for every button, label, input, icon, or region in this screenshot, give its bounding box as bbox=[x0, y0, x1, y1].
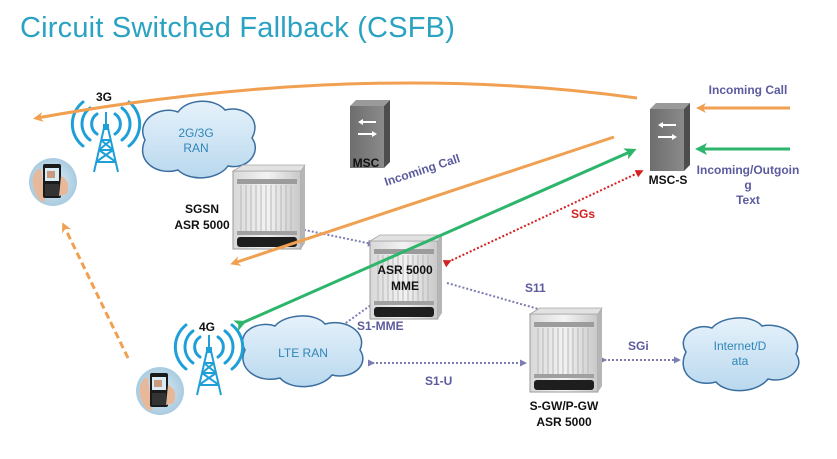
page-title: Circuit Switched Fallback (CSFB) bbox=[20, 12, 456, 44]
chassis-icon bbox=[232, 164, 306, 250]
msc-label: MSC bbox=[353, 156, 380, 170]
sgw-line1: S-GW/P-GW bbox=[530, 399, 599, 413]
cloud-lte-ran: LTE RAN bbox=[242, 315, 364, 388]
cloud-internet: Internet/D ata bbox=[682, 317, 800, 392]
tower-4g-label: 4G bbox=[199, 320, 215, 334]
s11-label: S11 bbox=[525, 281, 546, 295]
ran-3g-line2: RAN bbox=[183, 141, 208, 155]
chassis-icon bbox=[369, 234, 443, 320]
text-label-line1: Incoming/Outgoin bbox=[697, 163, 800, 177]
sgi-label: SGi bbox=[628, 339, 649, 353]
msc-s-node: MSC-S bbox=[649, 102, 691, 187]
mme-node: ASR 5000 MME bbox=[369, 234, 443, 320]
tower-3g-label: 3G bbox=[96, 90, 112, 104]
mme-line2: MME bbox=[391, 279, 419, 293]
ran-3g-line1: 2G/3G bbox=[178, 126, 213, 140]
incoming-call-label-right: Incoming Call bbox=[709, 83, 788, 97]
sgsn-line2: ASR 5000 bbox=[174, 218, 230, 232]
text-label-line2: g bbox=[744, 178, 751, 192]
cloud-2g3g-ran: 2G/3G RAN bbox=[142, 100, 257, 179]
mobile-phone-icon bbox=[136, 367, 184, 415]
sgsn-line1: SGSN bbox=[185, 202, 219, 216]
switch-icon bbox=[649, 102, 691, 172]
cell-tower-icon bbox=[173, 323, 245, 397]
sgw-node: S-GW/P-GW ASR 5000 bbox=[529, 307, 603, 429]
msc-node: MSC bbox=[349, 99, 391, 170]
s1-u-label: S1-U bbox=[425, 374, 452, 388]
sgsn-node: SGSN ASR 5000 bbox=[174, 164, 306, 250]
sms-path bbox=[233, 148, 637, 332]
mme-line1: ASR 5000 bbox=[377, 263, 433, 277]
cloud-icon bbox=[682, 317, 800, 392]
ran-lte-label: LTE RAN bbox=[278, 346, 328, 360]
internet-line1: Internet/D bbox=[714, 339, 767, 353]
tower-3g: 3G bbox=[70, 90, 142, 174]
incoming-call-label-mid: Incoming Call bbox=[383, 151, 462, 189]
s1-mme-label: S1-MME bbox=[357, 319, 404, 333]
flows bbox=[33, 81, 790, 359]
mme-msc-s-sgs-link bbox=[442, 170, 644, 268]
cell-tower-icon bbox=[70, 100, 142, 174]
fallback-path bbox=[62, 222, 130, 359]
tower-4g: 4G bbox=[173, 320, 245, 397]
cloud-icon bbox=[142, 100, 257, 179]
text-label-line3: Text bbox=[736, 193, 760, 207]
msc-s-label: MSC-S bbox=[649, 173, 688, 187]
mobile-phone-icon bbox=[29, 158, 77, 206]
chassis-icon bbox=[529, 307, 603, 393]
voice-path-3g bbox=[33, 81, 638, 122]
sgs-label: SGs bbox=[571, 207, 595, 221]
sgw-line2: ASR 5000 bbox=[536, 415, 592, 429]
internet-line2: ata bbox=[732, 354, 749, 368]
